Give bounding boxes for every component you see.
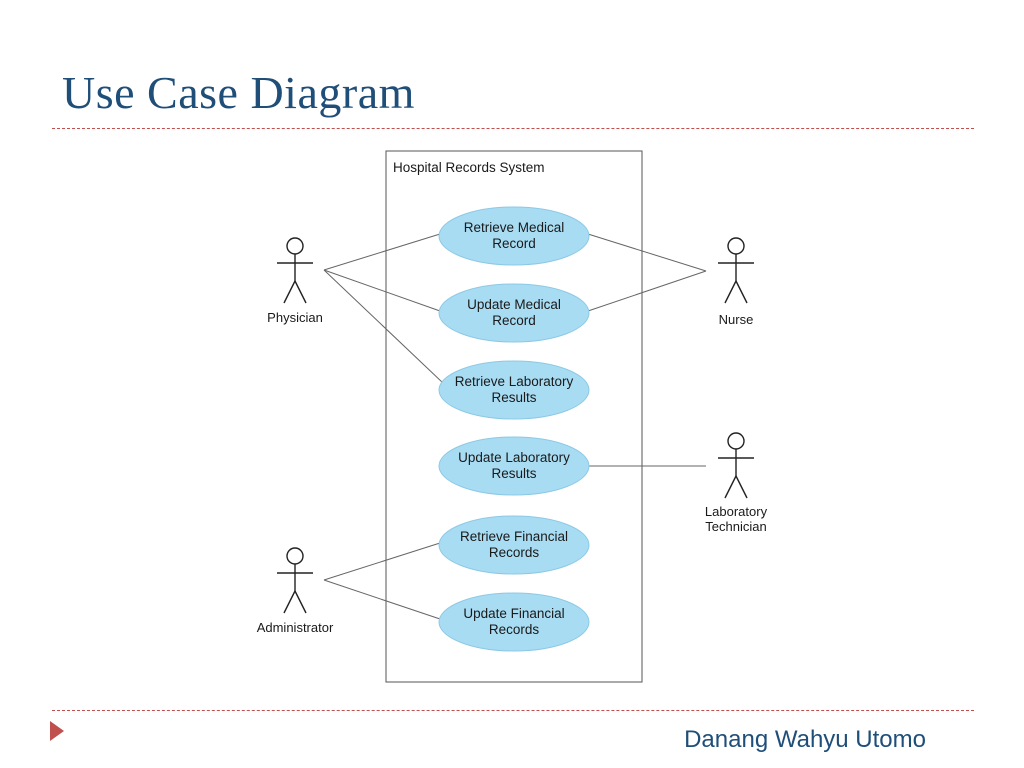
- associations: [323, 233, 707, 620]
- assoc-physician-retrieve-lab: [323, 269, 444, 384]
- assoc-physician-retrieve-medical: [323, 233, 441, 271]
- svg-text:Record: Record: [492, 236, 536, 251]
- actor-head: [727, 432, 745, 450]
- actor-laboratory-technician: [718, 432, 754, 499]
- slide-title: Use Case Diagram: [62, 67, 415, 118]
- svg-text:Results: Results: [491, 390, 536, 405]
- use-case-update-financial-records: Update Financial Records: [438, 592, 590, 652]
- actor-label-nurse: Nurse: [719, 312, 754, 327]
- system-name: Hospital Records System: [393, 160, 545, 175]
- svg-text:Retrieve Laboratory: Retrieve Laboratory: [455, 374, 574, 389]
- svg-text:Records: Records: [489, 545, 540, 560]
- use-case-update-laboratory-results: Update Laboratory Results: [438, 436, 590, 496]
- svg-text:Record: Record: [492, 313, 536, 328]
- system-boundary: [385, 150, 643, 683]
- actor-label-laboratory-technician-line2: Technician: [705, 519, 766, 534]
- svg-text:Update Medical: Update Medical: [467, 297, 561, 312]
- assoc-admin-update-financial: [323, 579, 441, 620]
- assoc-physician-update-medical: [323, 269, 441, 312]
- actor-head: [286, 237, 304, 255]
- use-case-update-medical-record: Update Medical Record: [438, 283, 590, 343]
- use-case-retrieve-laboratory-results: Retrieve Laboratory Results: [438, 360, 590, 420]
- svg-text:Update Laboratory: Update Laboratory: [458, 450, 570, 465]
- actor-label-physician: Physician: [267, 310, 323, 325]
- footer-divider: [52, 710, 974, 711]
- actor-head: [727, 237, 745, 255]
- author-name: Danang Wahyu Utomo: [684, 726, 926, 753]
- svg-text:Records: Records: [489, 622, 540, 637]
- use-case-retrieve-financial-records: Retrieve Financial Records: [438, 515, 590, 575]
- actor-physician: [277, 237, 313, 304]
- actor-head: [286, 547, 304, 565]
- svg-text:Retrieve Financial: Retrieve Financial: [460, 529, 568, 544]
- assoc-admin-retrieve-financial: [323, 542, 441, 581]
- svg-text:Retrieve Medical: Retrieve Medical: [464, 220, 565, 235]
- actor-nurse: [718, 237, 754, 304]
- assoc-nurse-retrieve-medical: [587, 233, 707, 272]
- actor-label-laboratory-technician-line1: Laboratory: [705, 504, 768, 519]
- bullet-arrow-icon: [50, 721, 64, 741]
- title-divider: [52, 128, 974, 129]
- actor-administrator: [277, 547, 313, 614]
- actor-label-administrator: Administrator: [257, 620, 334, 635]
- assoc-nurse-update-medical: [587, 270, 707, 312]
- svg-text:Results: Results: [491, 466, 536, 481]
- svg-text:Update Financial: Update Financial: [463, 606, 564, 621]
- use-case-retrieve-medical-record: Retrieve Medical Record: [438, 206, 590, 266]
